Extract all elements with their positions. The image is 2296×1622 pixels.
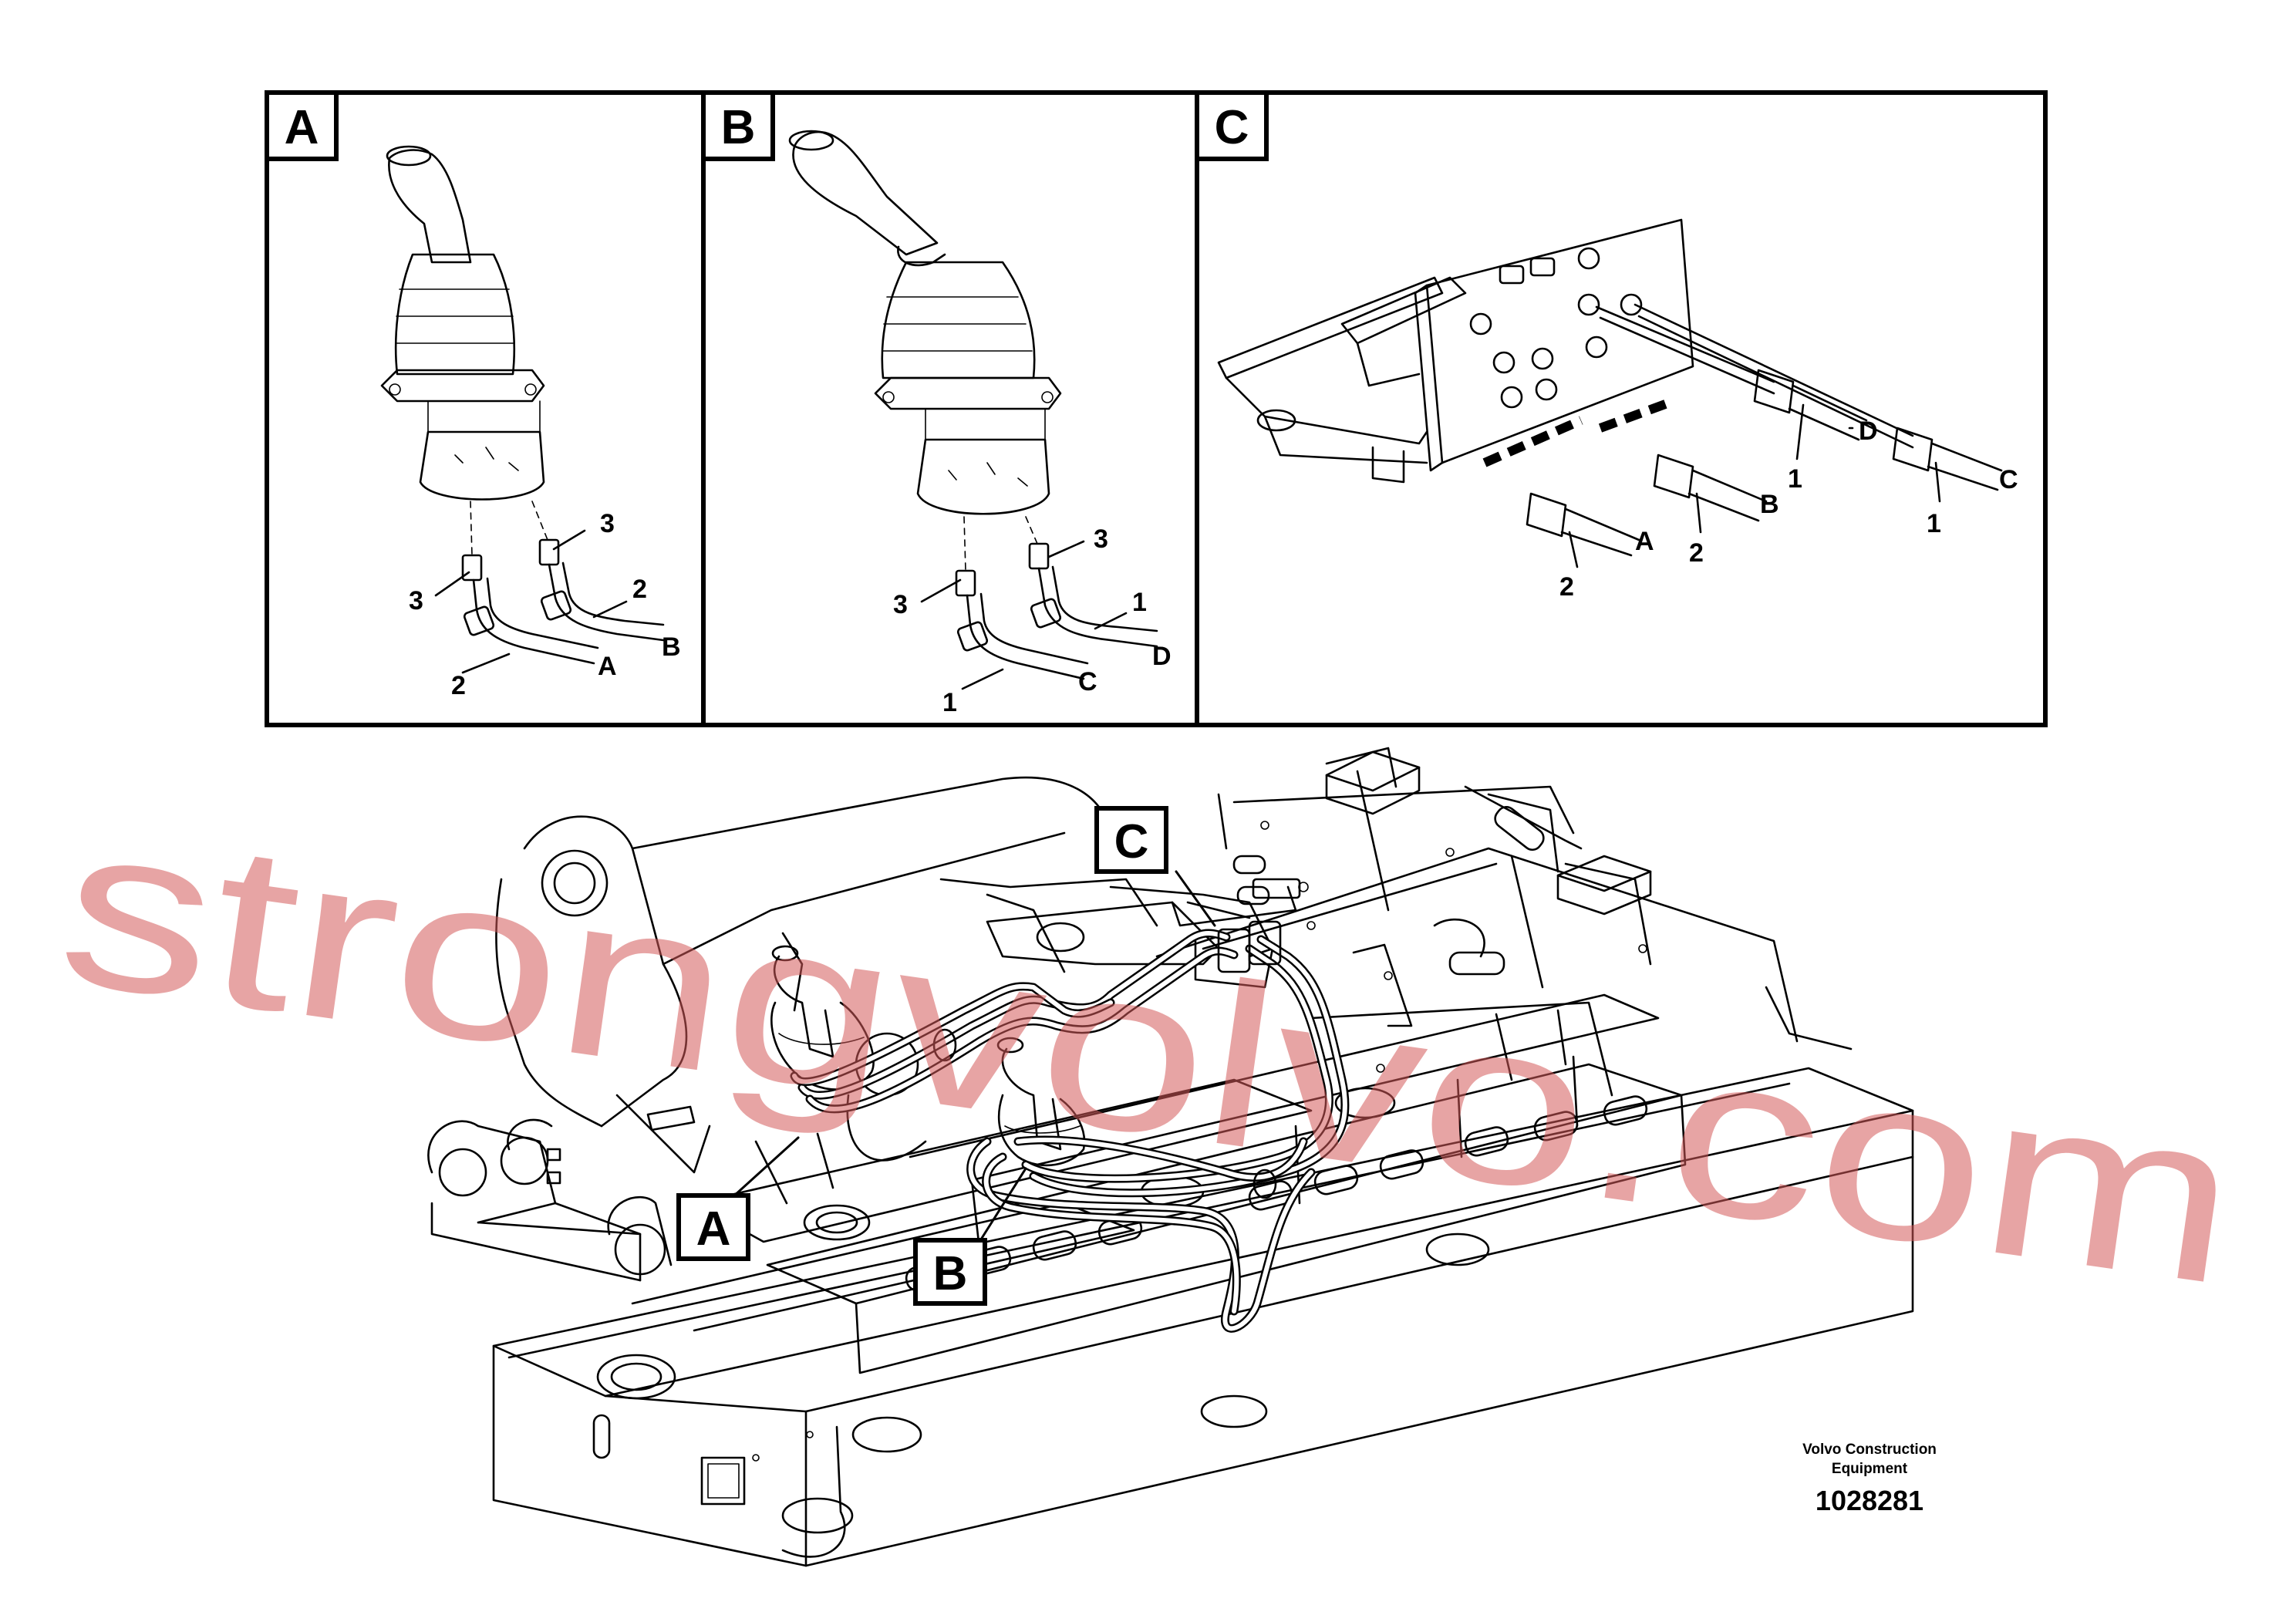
panel-letter-a: A [285, 101, 319, 154]
part-label-1-d: 1 [1788, 464, 1802, 494]
panel-letter-c: C [1215, 101, 1249, 154]
joystick-right-drawing [788, 130, 1158, 680]
caption-company-line2: Equipment [1832, 1461, 1908, 1477]
part-label-2-a: 2 [1559, 572, 1574, 602]
detail-panel-b: B 3 [701, 90, 1199, 727]
leader-lines-b [920, 540, 1128, 690]
hose-label-d: D [1152, 642, 1172, 671]
callout-letter-b: B [933, 1247, 968, 1300]
diagram-caption: Volvo Construction Equipment 1028281 [1802, 1442, 1937, 1516]
detail-panel-a: A [265, 90, 706, 727]
callout-a: A [676, 1136, 800, 1261]
hose-label-b: B [1760, 490, 1779, 519]
leader-lines-c [1568, 403, 1941, 568]
hose-label-c: C [1999, 465, 2018, 494]
caption-part-number: 1028281 [1816, 1485, 1923, 1516]
part-label-3-right: 3 [600, 509, 615, 538]
part-label-2-right: 2 [632, 575, 647, 604]
joystick-b-main [996, 1037, 1086, 1167]
leader-lines-a [434, 529, 628, 674]
panel-letter-b: B [721, 101, 756, 154]
hose-label-d: D [1859, 416, 1878, 446]
part-label-1-c: 1 [1927, 509, 1941, 538]
part-label-2-left: 2 [451, 671, 466, 700]
part-label-1-left: 1 [942, 688, 957, 717]
caption-company-line1: Volvo Construction [1802, 1442, 1937, 1458]
hose-label-a: A [598, 652, 617, 681]
callout-c: C [1094, 806, 1216, 927]
part-label-3-left: 3 [409, 586, 423, 615]
part-label-2-b: 2 [1689, 538, 1704, 568]
callout-letter-a: A [696, 1202, 731, 1256]
connector-block-drawing [1217, 218, 2003, 557]
callout-b: B [913, 1167, 1027, 1306]
hose-routing [770, 920, 1350, 1333]
hose-label-c: C [1078, 667, 1097, 696]
part-label-1-right: 1 [1132, 588, 1147, 617]
part-label-3-left: 3 [893, 590, 908, 619]
joystick-left-drawing [380, 145, 665, 665]
callout-letter-c: C [1114, 815, 1149, 868]
hose-label-b: B [662, 632, 681, 662]
hose-label-a: A [1635, 527, 1654, 556]
detail-panel-c: C [1195, 90, 2048, 727]
part-label-3-right: 3 [1094, 524, 1108, 554]
